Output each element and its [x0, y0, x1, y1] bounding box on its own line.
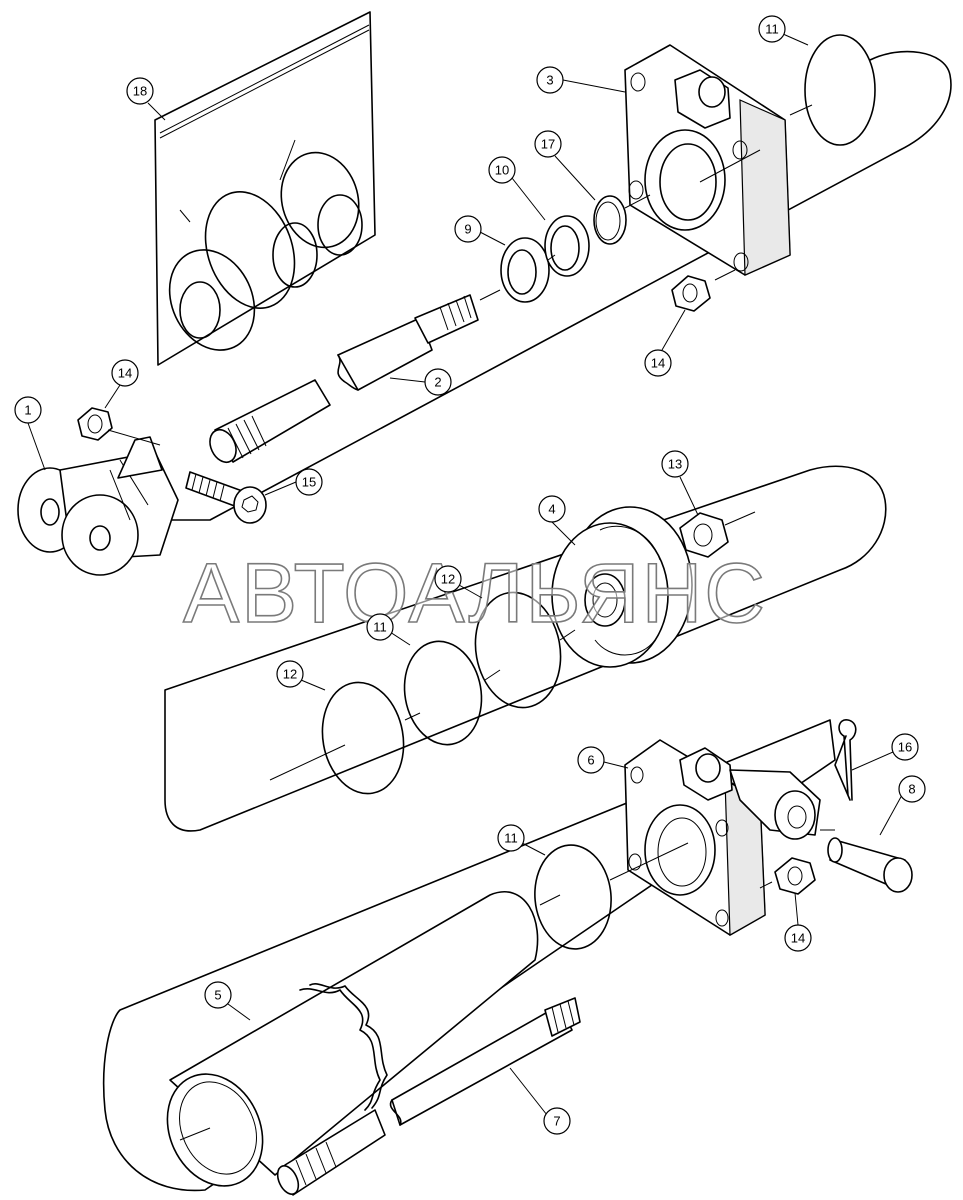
callout-16: 16 [851, 733, 919, 771]
callout-3: 3 [536, 66, 626, 94]
callout-8: 8 [879, 775, 926, 836]
svg-text:16: 16 [898, 740, 912, 755]
svg-text:1: 1 [24, 403, 31, 418]
watermark: АВТОАЛЬЯНС [183, 546, 767, 640]
svg-text:10: 10 [495, 163, 509, 178]
svg-text:7: 7 [553, 1114, 560, 1129]
base-end-cap [624, 739, 821, 937]
piston [551, 506, 693, 668]
svg-text:6: 6 [587, 753, 594, 768]
callout-10: 10 [488, 156, 546, 221]
svg-text:14: 14 [651, 356, 665, 371]
seal-kit-bag [154, 11, 376, 366]
piston-rod [209, 294, 479, 464]
ring-part-11-upper [804, 34, 876, 146]
clevis-pin [827, 837, 913, 893]
callout-18: 18 [126, 77, 166, 121]
callout-15: 15 [264, 468, 323, 496]
callout-2: 2 [389, 368, 452, 396]
svg-text:15: 15 [302, 475, 316, 490]
callout-9: 9 [454, 215, 506, 246]
svg-text:11: 11 [373, 620, 387, 635]
callout-11-lower: 11 [497, 824, 546, 856]
callout-11-upper: 11 [758, 15, 809, 46]
callout-4: 4 [538, 495, 576, 546]
nut-base-cap [774, 857, 816, 895]
nut-upper-left [77, 407, 161, 446]
ring-part-12-upper [474, 591, 562, 709]
svg-text:5: 5 [214, 988, 221, 1003]
callout-7: 7 [509, 1067, 571, 1135]
svg-text:12: 12 [283, 667, 297, 682]
callout-5: 5 [204, 981, 251, 1021]
svg-text:14: 14 [791, 931, 805, 946]
head-end-cap [624, 44, 791, 276]
ring-part-9 [500, 237, 550, 303]
ring-part-11-lower [534, 844, 612, 950]
cap-screw [185, 471, 267, 524]
cylinder-tube [166, 891, 539, 1187]
svg-text:3: 3 [546, 73, 553, 88]
piston-nut [679, 512, 729, 558]
hair-pin-clip [834, 719, 857, 801]
nut-head-cap [671, 275, 711, 312]
ring-part-10 [544, 215, 590, 277]
svg-text:17: 17 [541, 137, 555, 152]
ring-part-11-middle [403, 640, 483, 746]
upper-envelope-outline [149, 50, 952, 521]
callout-17: 17 [534, 130, 596, 201]
callout-14-upper-left: 14 [104, 359, 139, 409]
svg-text:13: 13 [668, 457, 682, 472]
svg-text:9: 9 [464, 222, 471, 237]
callout-12-lower: 12 [276, 660, 326, 691]
assembly-axis-lines [179, 104, 835, 1141]
callout-1: 1 [14, 396, 46, 471]
middle-envelope-outline [164, 465, 887, 832]
svg-text:12: 12 [441, 572, 455, 587]
callout-12-upper: 12 [434, 565, 483, 599]
tie-rod [276, 997, 581, 1196]
ring-part-17 [593, 195, 627, 245]
svg-text:4: 4 [548, 502, 555, 517]
ring-part-12-lower [321, 681, 405, 795]
svg-text:11: 11 [765, 22, 779, 37]
rod-clevis [17, 436, 179, 576]
svg-text:8: 8 [908, 782, 915, 797]
svg-text:14: 14 [118, 366, 132, 381]
callout-13: 13 [661, 450, 699, 516]
callout-11-middle: 11 [366, 613, 411, 646]
svg-text:18: 18 [133, 84, 147, 99]
callout-14-head-cap: 14 [644, 309, 686, 377]
callout-14-base-cap: 14 [784, 892, 812, 952]
svg-text:2: 2 [434, 375, 441, 390]
lower-envelope-outline [102, 719, 836, 1192]
callout-6: 6 [577, 746, 629, 774]
svg-text:11: 11 [504, 831, 518, 846]
